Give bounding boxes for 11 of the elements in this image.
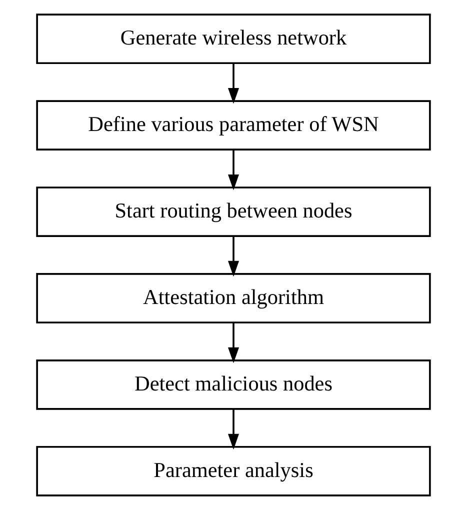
node-box: Parameter analysis	[36, 446, 431, 496]
node-box: Start routing between nodes	[36, 186, 431, 237]
node-box: Generate wireless network	[36, 14, 431, 64]
arrow	[228, 409, 240, 450]
arrow	[228, 322, 240, 364]
node-box: Detect malicious nodes	[36, 360, 431, 410]
arrow	[228, 236, 240, 277]
node-box: Define various parameter of WSN	[36, 100, 431, 150]
node-box: Attestation algorithm	[36, 273, 431, 324]
arrow	[228, 63, 240, 104]
arrow	[228, 150, 240, 190]
